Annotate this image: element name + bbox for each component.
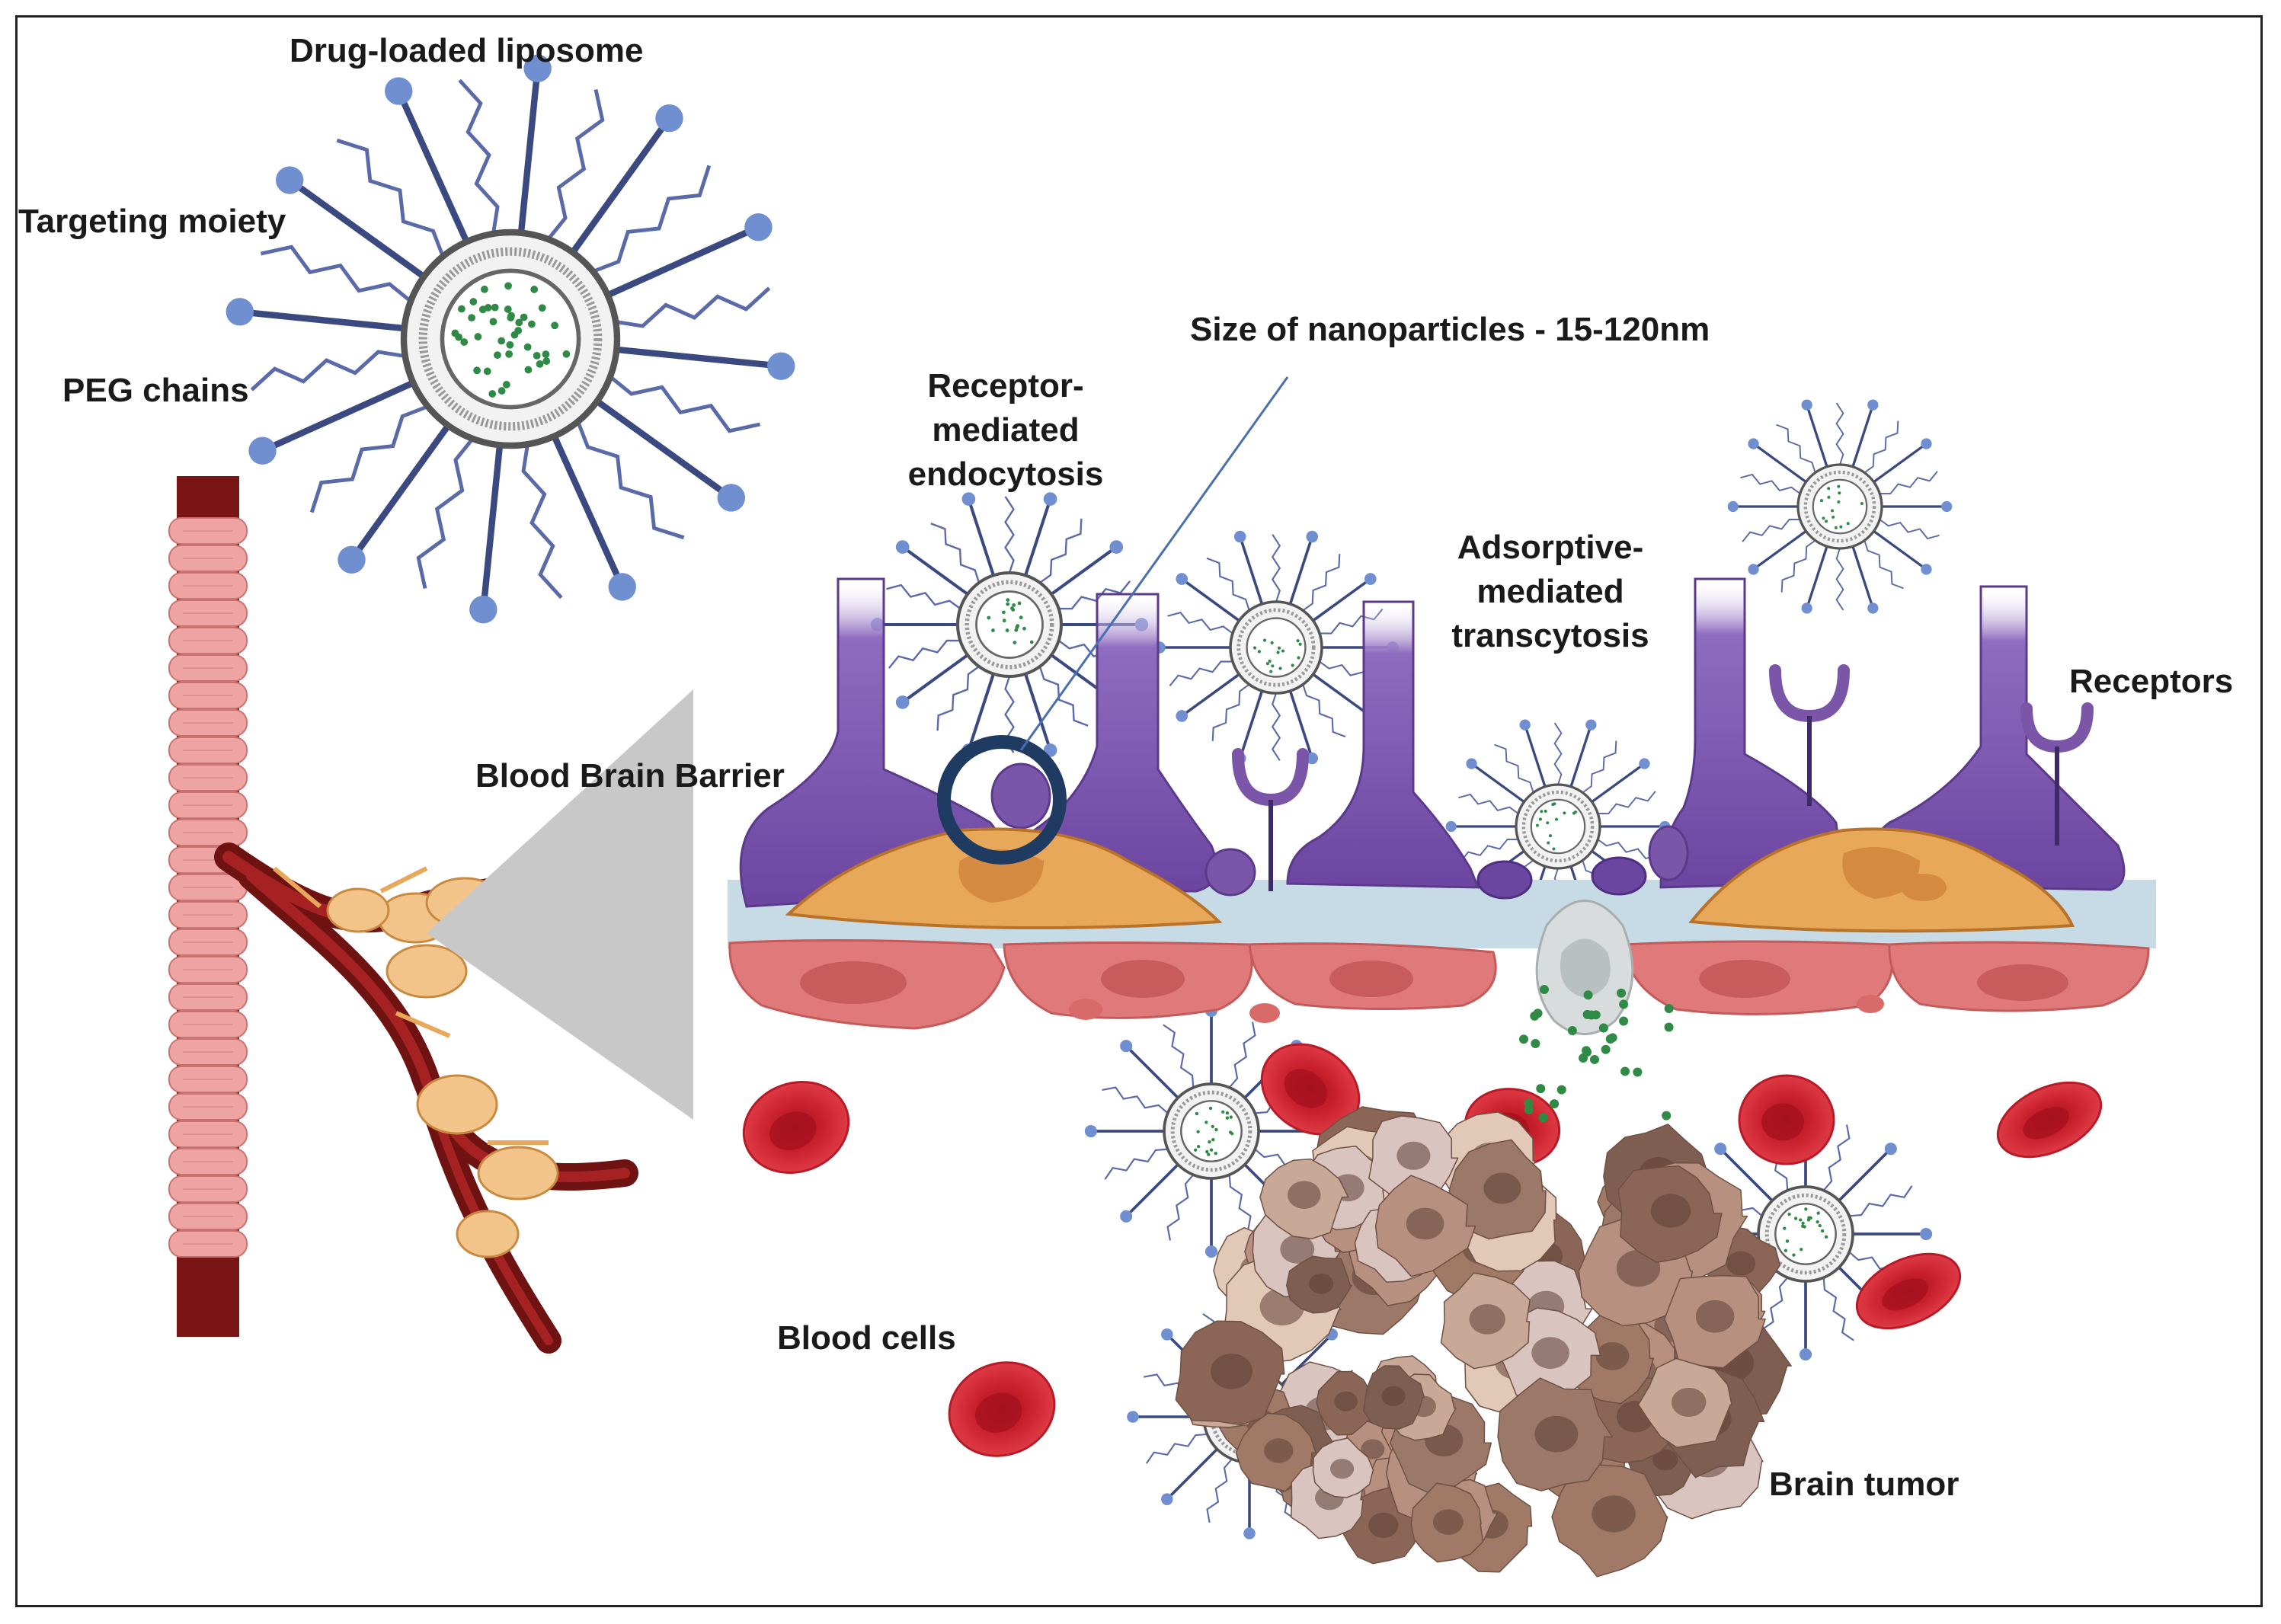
label-receptor-mediated-endocytosis: Receptor- mediated endocytosis [876,364,1135,497]
liposome [226,54,795,624]
tumor-cell [1551,1464,1668,1578]
label-brain-tumor: Brain tumor [1769,1466,1959,1503]
tumor-cell [1617,1165,1723,1264]
label-line: mediated [932,411,1080,449]
liposome [1727,399,1953,614]
tumor-cell [1235,1412,1316,1492]
liposomes-layer [226,54,1953,1539]
drug-particle [1589,1054,1599,1064]
tumor-cell [1312,1437,1374,1498]
tumor-cell [1285,1255,1353,1314]
tumor-cell [1664,1274,1766,1369]
label-drug-loaded-liposome: Drug-loaded liposome [290,32,644,69]
red-blood-cell [1996,1081,2103,1159]
drug-particle [1586,1010,1596,1020]
drug-particle [1664,1004,1674,1014]
blood-vessel-illustration [168,476,693,1354]
red-blood-cell [742,1080,850,1175]
tumor-cell [1316,1370,1374,1436]
bbb-cross-section [728,376,2156,1035]
tumor-cell [1497,1377,1613,1491]
pericytes [785,827,2075,933]
liposome [870,492,1149,757]
label-line: mediated [1476,573,1624,611]
tumor-cell [1440,1272,1531,1370]
astrocyte-endfeet [739,577,2126,908]
receptor [1232,748,1309,891]
drug-particle [1556,1085,1566,1095]
endothelial-cells [728,938,2150,1030]
tumor-cell [1259,1158,1349,1240]
drug-particle [1524,1105,1534,1114]
tumor-cell [1637,1357,1732,1449]
label-adsorptive-mediated-transcytosis: Adsorptive- mediated transcytosis [1421,526,1680,658]
drug-particle [1601,1044,1611,1054]
drug-particle [1536,1084,1546,1094]
drug-particle [1582,1046,1592,1056]
drug-particle [1617,988,1627,998]
red-blood-cells [742,1043,2103,1457]
drug-particle [1598,1023,1608,1033]
drug-particle [1664,1022,1674,1032]
label-line: Adsorptive- [1457,529,1644,566]
drug-particle [1519,1034,1529,1044]
label-peg-chains: PEG chains [62,372,249,409]
label-receptors: Receptors [2069,663,2234,700]
red-blood-cell [948,1361,1056,1457]
drug-particle [1619,999,1629,1009]
tumor-cell [1410,1482,1484,1563]
zoom-cone [427,689,693,1120]
label-blood-cells: Blood cells [777,1319,956,1357]
tumor-cell [1175,1320,1285,1426]
liposome [1678,1107,1933,1361]
tumor-cell [1448,1139,1547,1240]
drug-particle [1533,1009,1543,1018]
red-blood-cell [1855,1252,1962,1330]
receptor [2020,702,2094,846]
drug-particle [1608,1033,1617,1043]
red-blood-cell [1738,1074,1835,1165]
drug-particle [1531,1038,1540,1048]
drug-particle [1619,1016,1629,1026]
receptor [1769,664,1850,806]
brain-tumor-cluster [1175,1106,1792,1578]
drug-particle [1662,1111,1672,1120]
liposome [1153,530,1399,765]
vessel-endothelial-bands [168,517,248,1258]
drug-particle [1583,990,1593,1000]
drug-particle [1620,1066,1630,1076]
label-line: transcytosis [1451,617,1649,655]
drug-particle [1579,1053,1588,1063]
tumor-cell [1368,1115,1459,1204]
drug-particle [1524,1098,1534,1108]
drug-particle [1540,985,1550,995]
drug-particle [1538,1113,1548,1123]
tumor-cell [1363,1365,1425,1430]
label-targeting-moiety: Targeting moiety [18,203,286,240]
released-drug-particles [1519,985,1674,1123]
label-size-of-nanoparticles: Size of nanoparticles - 15-120nm [1190,311,1710,348]
label-blood-brain-barrier: Blood Brain Barrier [475,757,785,794]
receptors-group [1232,664,2094,891]
size-pointer-line [1019,376,1289,751]
drug-particle [1567,1026,1577,1036]
label-line: Receptor- [927,367,1084,404]
tumor-cell [1374,1175,1476,1277]
drug-particle [1550,1099,1560,1109]
label-line: endocytosis [907,456,1104,494]
drug-particle [1633,1067,1643,1077]
red-blood-cell [1260,1043,1361,1136]
highlight-circle [937,735,1067,865]
